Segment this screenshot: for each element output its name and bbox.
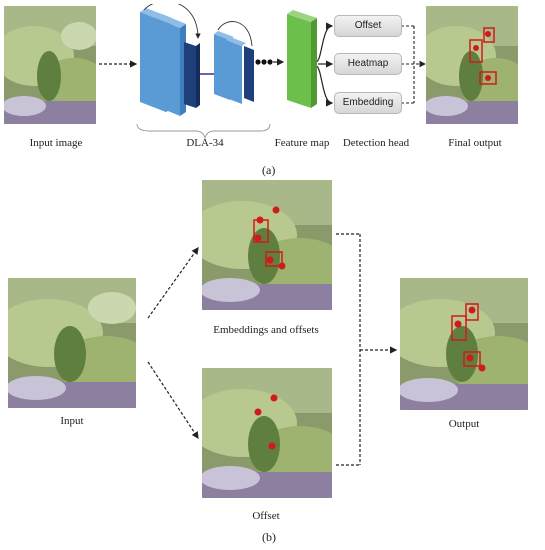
input-image-label: Input image xyxy=(29,137,83,149)
embeddings-offsets-label: Embeddings and offsets xyxy=(213,324,319,336)
feature-map-block xyxy=(287,10,317,108)
input-label-b: Input xyxy=(60,415,84,427)
offset-label: Offset xyxy=(252,510,280,522)
offset-image xyxy=(202,368,332,498)
offset-head-box: Offset xyxy=(334,15,402,37)
detection-head-label: Detection head xyxy=(342,137,410,149)
panel-a-caption: (a) xyxy=(262,163,276,177)
output-image-b xyxy=(400,278,528,410)
embedding-head-box: Embedding xyxy=(334,92,402,114)
dla-34-backbone xyxy=(140,4,254,116)
input-image xyxy=(4,6,96,124)
backbone-label: DLA-34 xyxy=(186,137,224,149)
final-output-image xyxy=(426,6,518,124)
embeddings-offsets-image xyxy=(202,180,332,310)
heatmap-head-box: Heatmap xyxy=(334,53,402,75)
final-output-label: Final output xyxy=(448,137,502,149)
panel-b-caption: (b) xyxy=(262,530,276,544)
input-image-b xyxy=(8,278,136,408)
feature-map-label: Feature map xyxy=(274,137,330,149)
output-label-b: Output xyxy=(448,418,480,430)
